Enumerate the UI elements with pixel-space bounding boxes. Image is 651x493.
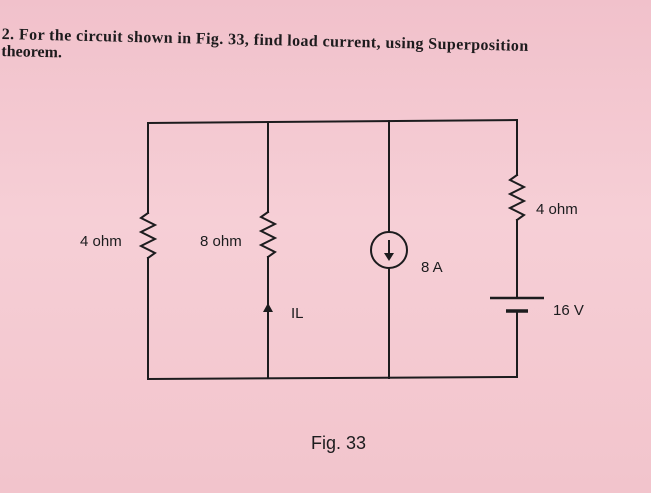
load-current-label: IL: [291, 305, 304, 322]
top-wire: [146, 118, 519, 125]
left-resistor: [138, 211, 158, 260]
current-source-label: 8 A: [421, 259, 443, 276]
left-resistor-label: 4 ohm: [80, 233, 122, 250]
right-resistor: [507, 173, 527, 222]
up-arrow-icon: [263, 303, 273, 312]
down-arrow-icon: [384, 240, 394, 261]
bottom-wire: [146, 375, 519, 381]
middle-resistor-label: 8 ohm: [200, 233, 242, 250]
battery-label: 16 V: [553, 302, 584, 319]
middle-resistor: [258, 210, 278, 259]
right-resistor-label: 4 ohm: [536, 201, 578, 218]
figure-caption: Fig. 33: [311, 433, 367, 453]
